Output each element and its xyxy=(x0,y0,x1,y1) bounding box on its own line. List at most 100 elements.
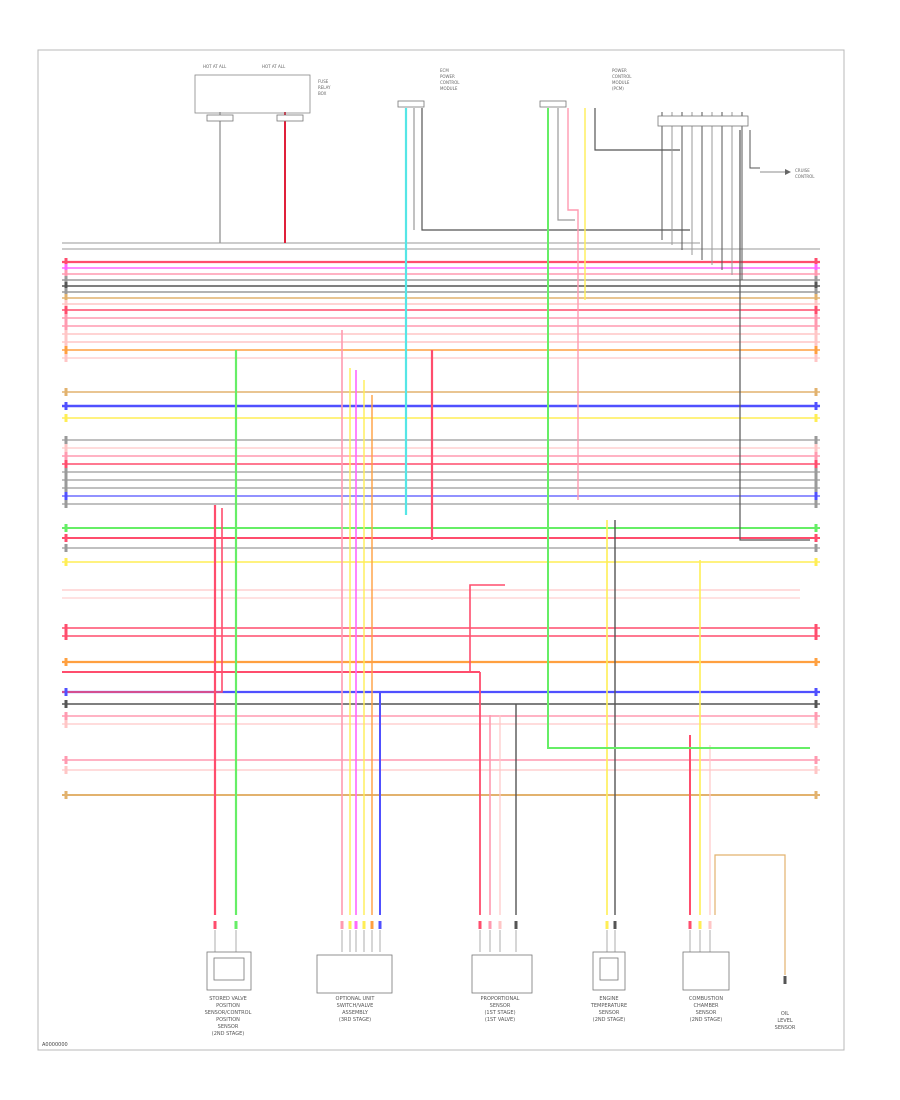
svg-text:PROPORTIONAL: PROPORTIONAL xyxy=(481,996,520,1002)
right-pin-marker xyxy=(814,338,818,346)
left-pin-marker xyxy=(64,338,68,346)
svg-text:POWER: POWER xyxy=(440,74,455,79)
right-pin-marker xyxy=(814,330,818,338)
right-pin-marker xyxy=(814,658,818,666)
left-pin-marker xyxy=(64,534,68,542)
left-pin-marker xyxy=(64,544,68,552)
left-pin-marker xyxy=(64,444,68,452)
left-pin-marker xyxy=(64,468,68,476)
relay-label-1: FUSE xyxy=(318,79,329,84)
right-pin-marker xyxy=(814,766,818,774)
svg-text:CHAMBER: CHAMBER xyxy=(693,1003,719,1009)
svg-text:OIL: OIL xyxy=(781,1011,789,1017)
right-pin-marker xyxy=(814,444,818,452)
svg-text:STORED VALVE: STORED VALVE xyxy=(209,996,247,1002)
svg-text:CRUISE: CRUISE xyxy=(795,168,810,173)
svg-text:MODULE: MODULE xyxy=(440,86,458,91)
cruise-label: CRUISE CONTROL xyxy=(760,168,815,179)
component-label-engine-temp: ENGINE TEMPERATURE SENSOR (2ND STAGE) xyxy=(590,996,627,1023)
component-pin-marker xyxy=(708,921,712,929)
right-pin-marker xyxy=(814,314,818,322)
svg-text:SENSOR: SENSOR xyxy=(218,1024,239,1030)
right-pin-marker xyxy=(814,688,818,696)
right-pin-marker xyxy=(814,791,818,799)
right-pin-marker xyxy=(814,276,818,284)
sensor1-wire xyxy=(62,508,223,693)
engine-temp-inner xyxy=(599,957,619,981)
component-pin-marker xyxy=(478,921,482,929)
harness-wire xyxy=(739,130,810,541)
harness-connector xyxy=(539,100,567,108)
component-pin-marker xyxy=(362,921,366,929)
left-pin-marker xyxy=(64,402,68,410)
harness-wire xyxy=(557,108,575,221)
left-pin-marker xyxy=(64,264,68,272)
harness-wire xyxy=(594,108,680,151)
module-connector xyxy=(657,115,749,127)
right-pin-marker xyxy=(814,282,818,290)
component-pin-marker xyxy=(348,921,352,929)
component-pin-marker xyxy=(605,921,609,929)
svg-text:(2ND STAGE): (2ND STAGE) xyxy=(212,1031,245,1037)
right-pin-marker xyxy=(814,288,818,296)
left-pin-marker xyxy=(64,712,68,720)
right-pin-marker xyxy=(814,322,818,330)
left-pin-marker xyxy=(64,282,68,290)
svg-text:ECM: ECM xyxy=(440,68,449,73)
svg-text:CONTROL: CONTROL xyxy=(612,74,632,79)
right-pin-marker xyxy=(814,534,818,542)
svg-text:(PCM): (PCM) xyxy=(612,86,624,91)
right-pin-marker xyxy=(814,264,818,272)
right-pin-marker xyxy=(814,346,818,354)
component-label-oil-level: OIL LEVEL SENSOR xyxy=(775,1011,796,1031)
left-pin-marker xyxy=(64,322,68,330)
wire-layer xyxy=(62,108,820,975)
right-pin-marker xyxy=(814,524,818,532)
relay-label-3: BOX xyxy=(318,91,327,96)
left-pin-marker xyxy=(64,294,68,302)
right-pin-marker xyxy=(814,712,818,720)
component-pin-marker xyxy=(340,921,344,929)
svg-text:SWITCH/VALVE: SWITCH/VALVE xyxy=(337,1003,374,1009)
component-pin-marker xyxy=(378,921,382,929)
left-pin-marker xyxy=(64,270,68,278)
component-pin-marker xyxy=(488,921,492,929)
right-pin-marker xyxy=(814,300,818,308)
component-pin-marker xyxy=(688,921,692,929)
component-label-stored-valve: STORED VALVE POSITION SENSOR/CONTROL POS… xyxy=(205,996,252,1037)
left-pin-marker xyxy=(64,452,68,460)
harness-wire xyxy=(749,130,760,169)
right-pin-marker xyxy=(814,258,818,266)
left-pin-marker xyxy=(64,492,68,500)
oil-sensor-pin-marker xyxy=(783,976,787,984)
relay-label-2: RELAY xyxy=(318,85,331,90)
left-pin-marker xyxy=(64,314,68,322)
component-pin-marker xyxy=(370,921,374,929)
svg-text:POWER: POWER xyxy=(612,68,627,73)
left-pin-marker xyxy=(64,524,68,532)
component-pin-marker xyxy=(514,921,518,929)
component-pin-marker xyxy=(213,921,217,929)
svg-text:POSITION: POSITION xyxy=(216,1017,240,1023)
left-pin-marker xyxy=(64,300,68,308)
left-pin-marker xyxy=(64,558,68,566)
left-pin-marker xyxy=(64,276,68,284)
right-pin-marker xyxy=(814,484,818,492)
fuse-label-a: HOT AT ALL xyxy=(203,64,227,69)
stored-valve-inner xyxy=(213,957,245,981)
component-label-proportional: PROPORTIONAL SENSOR (1ST STAGE) (1ST VAL… xyxy=(481,996,520,1023)
svg-text:COMBUSTION: COMBUSTION xyxy=(689,996,723,1002)
component-label-optional-unit: OPTIONAL UNIT SWITCH/VALVE ASSEMBLY (3RD… xyxy=(336,996,376,1023)
left-pin-marker xyxy=(64,688,68,696)
left-pin-marker xyxy=(64,500,68,508)
proportional-sensor-body xyxy=(471,954,533,994)
harness-wire xyxy=(547,108,810,749)
right-pin-marker xyxy=(814,414,818,422)
component-pin-marker xyxy=(698,921,702,929)
svg-text:CONTROL: CONTROL xyxy=(795,174,815,179)
footer-code: A0000000 xyxy=(42,1042,68,1048)
mid-module-label: ECM POWER CONTROL MODULE xyxy=(440,68,460,91)
left-pin-marker xyxy=(64,258,68,266)
right-pin-marker xyxy=(814,388,818,396)
right-pin-marker xyxy=(814,632,818,640)
